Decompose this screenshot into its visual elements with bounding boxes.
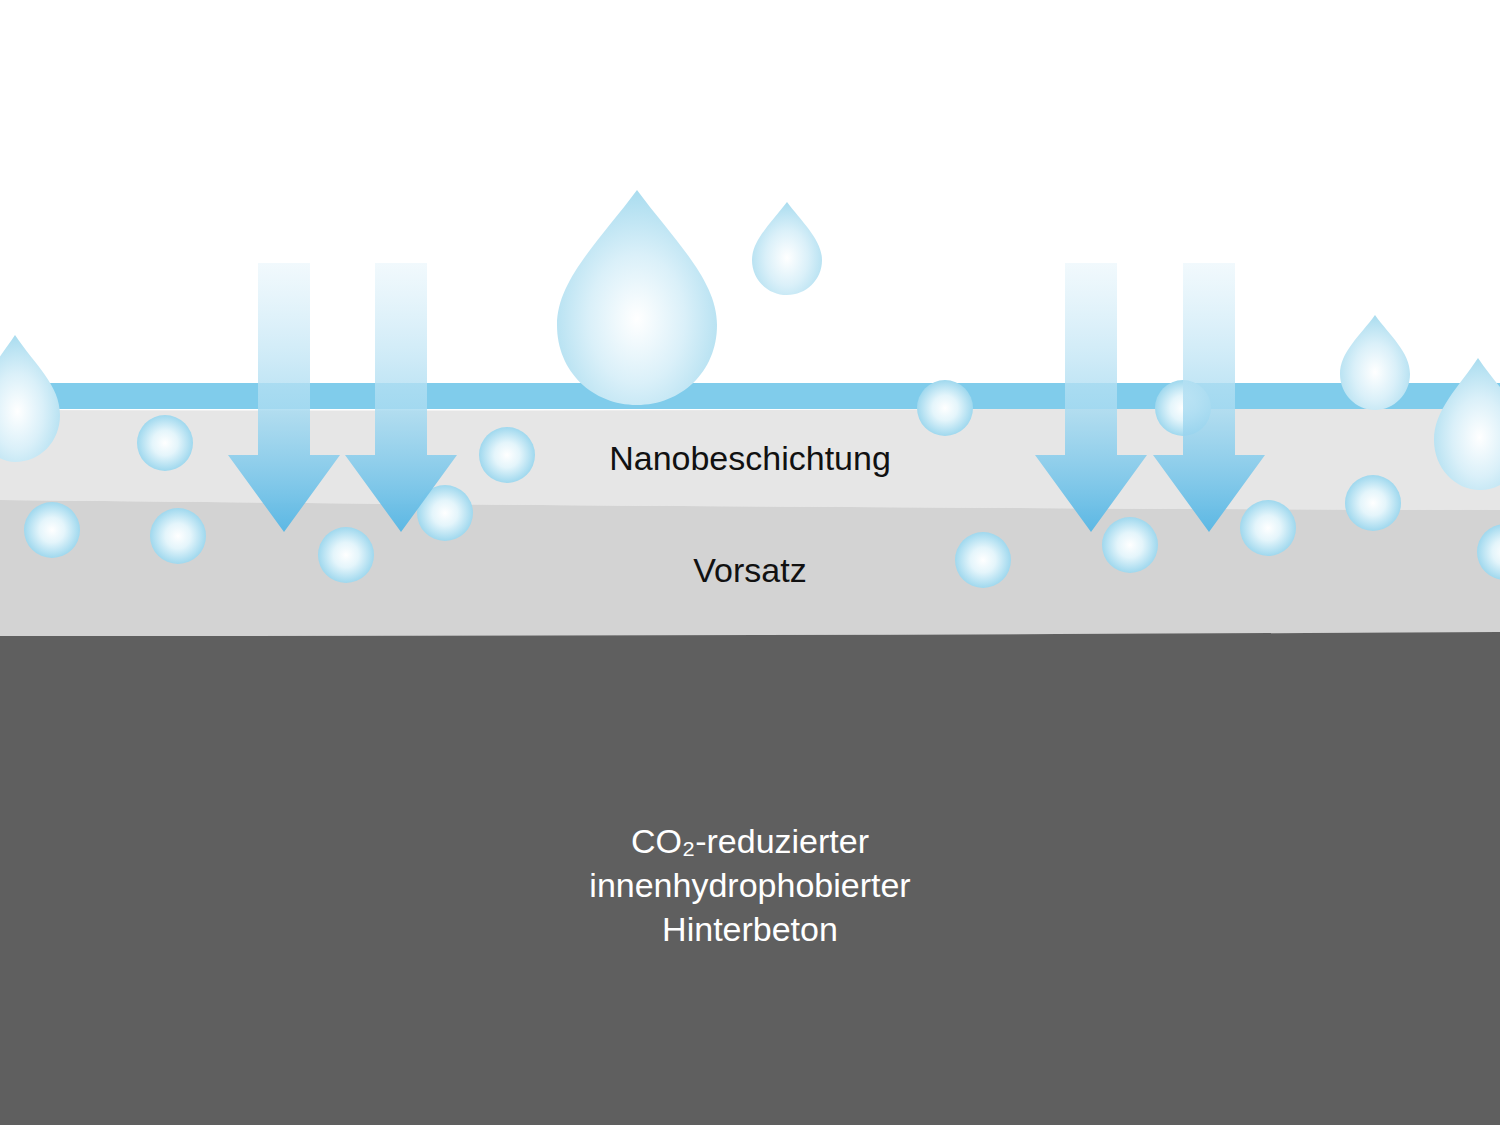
- vorsatz-band-fill: [0, 500, 1500, 636]
- nano-coating-band: Nanobeschichtung: [0, 410, 1500, 505]
- water-film: [0, 383, 1500, 409]
- water-droplets: [0, 190, 1500, 490]
- backing-concrete-band: CO₂-reduzierter innenhydrophobierter Hin…: [0, 636, 1500, 1125]
- nano-band-fill: [0, 406, 1500, 510]
- penetration-arrows: [228, 263, 1265, 532]
- layer-label: Nanobeschichtung: [609, 436, 891, 480]
- hinterbeton-band-fill: [0, 632, 1500, 1125]
- layer-label: Vorsatz: [693, 548, 806, 592]
- layer-label: CO₂-reduzierter innenhydrophobierter Hin…: [550, 819, 950, 951]
- facing-layer-band: Vorsatz: [0, 505, 1500, 635]
